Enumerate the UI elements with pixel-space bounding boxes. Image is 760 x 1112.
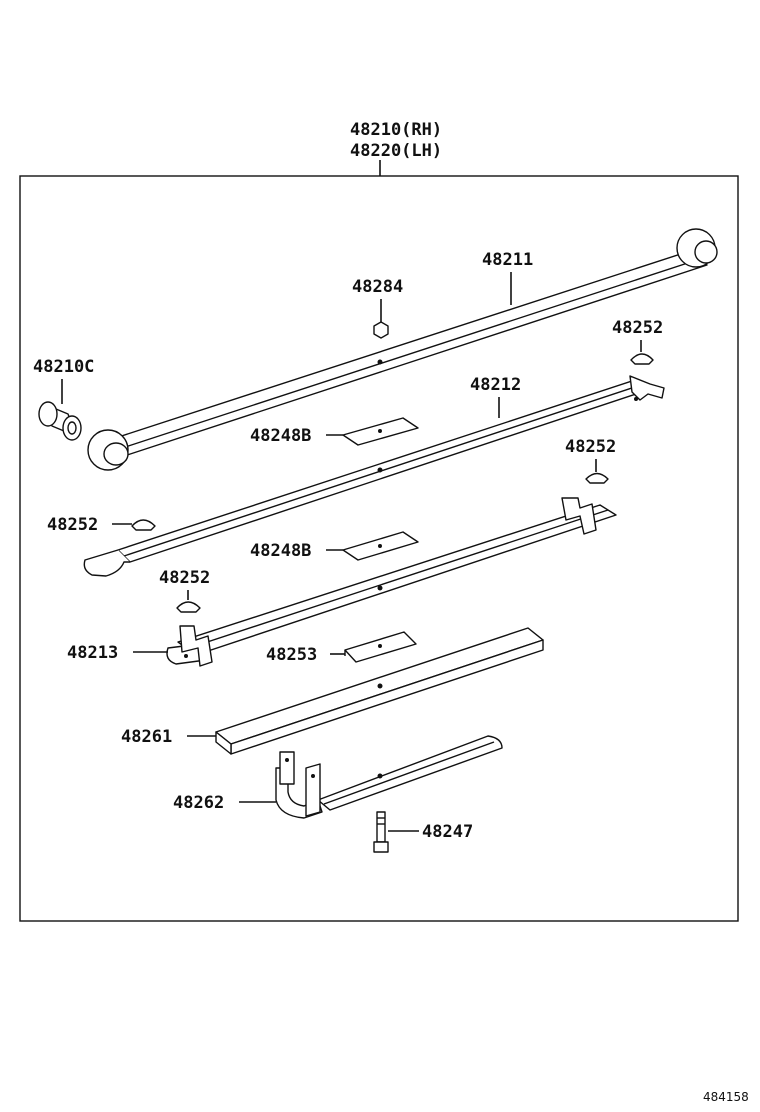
label-48284[interactable]: 48284 [352, 277, 403, 297]
bushing-48210c[interactable] [38, 401, 82, 441]
label-48261[interactable]: 48261 [121, 727, 172, 747]
nut-48284[interactable] [373, 321, 389, 339]
figure-number: 484158 [703, 1090, 749, 1104]
label-48252-a[interactable]: 48252 [612, 318, 663, 338]
label-48252-d[interactable]: 48252 [159, 568, 210, 588]
assembly-label-lh[interactable]: 48220(LH) [350, 141, 442, 161]
leaf-48212[interactable] [83, 375, 665, 577]
label-48210c[interactable]: 48210C [33, 357, 94, 377]
bracket-48262[interactable] [275, 735, 503, 819]
pad-48252-b[interactable] [585, 472, 609, 484]
label-48253[interactable]: 48253 [266, 645, 317, 665]
label-48248b-b[interactable]: 48248B [250, 541, 311, 561]
bolt-48247[interactable] [373, 811, 389, 853]
label-48213[interactable]: 48213 [67, 643, 118, 663]
label-48247[interactable]: 48247 [422, 822, 473, 842]
pad-48252-c[interactable] [131, 519, 156, 531]
label-48248b-a[interactable]: 48248B [250, 426, 311, 446]
assembly-label-rh[interactable]: 48210(RH) [350, 120, 442, 140]
label-48252-b[interactable]: 48252 [565, 437, 616, 457]
main-leaf-48211[interactable] [87, 228, 718, 471]
label-48212[interactable]: 48212 [470, 375, 521, 395]
pad-48252-a[interactable] [630, 353, 654, 365]
plate-48261[interactable] [215, 627, 544, 755]
label-48211[interactable]: 48211 [482, 250, 533, 270]
pad-48252-d[interactable] [176, 601, 201, 613]
assembly-frame [19, 175, 739, 922]
label-48262[interactable]: 48262 [173, 793, 224, 813]
label-48252-c[interactable]: 48252 [47, 515, 98, 535]
